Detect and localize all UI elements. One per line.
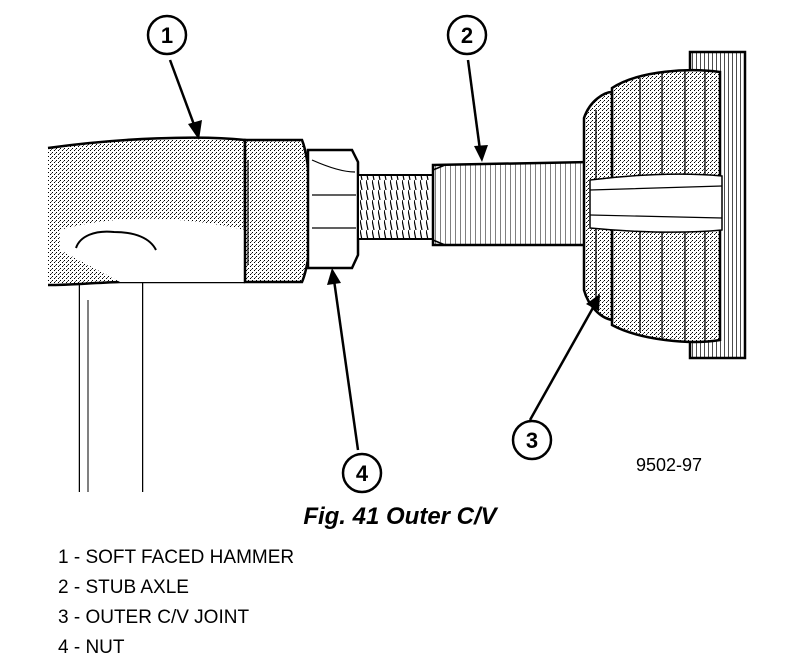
callout-3: 3 [511, 419, 553, 461]
leader-arrow-1 [168, 59, 202, 140]
callout-4-label: 4 [356, 461, 369, 486]
leader-arrow-3 [528, 294, 600, 421]
leader-arrow-2 [466, 59, 488, 162]
legend-item: 3 - OUTER C/V JOINT [58, 607, 250, 628]
callout-4: 4 [341, 452, 383, 494]
figure-caption: Fig. 41 Outer C/V [303, 503, 497, 530]
callout-2: 2 [446, 14, 488, 56]
legend: 1 - SOFT FACED HAMMER 2 - STUB AXLE 3 - … [58, 543, 294, 663]
nut [306, 148, 360, 270]
leader-arrow-4 [327, 268, 360, 451]
soft-faced-hammer [47, 136, 312, 492]
figure-code: 9502-97 [636, 455, 703, 475]
outer-cv-diagram: 1 2 3 4 [47, 14, 747, 494]
callout-2-label: 2 [461, 23, 473, 48]
stub-axle [357, 160, 592, 247]
callout-1: 1 [146, 14, 188, 56]
legend-item: 1 - SOFT FACED HAMMER [58, 547, 295, 568]
callout-1-label: 1 [161, 23, 173, 48]
legend-item: 2 - STUB AXLE [58, 577, 189, 598]
callout-3-label: 3 [526, 428, 538, 453]
outer-cv-joint [582, 50, 747, 360]
legend-item: 4 - NUT [58, 637, 125, 658]
